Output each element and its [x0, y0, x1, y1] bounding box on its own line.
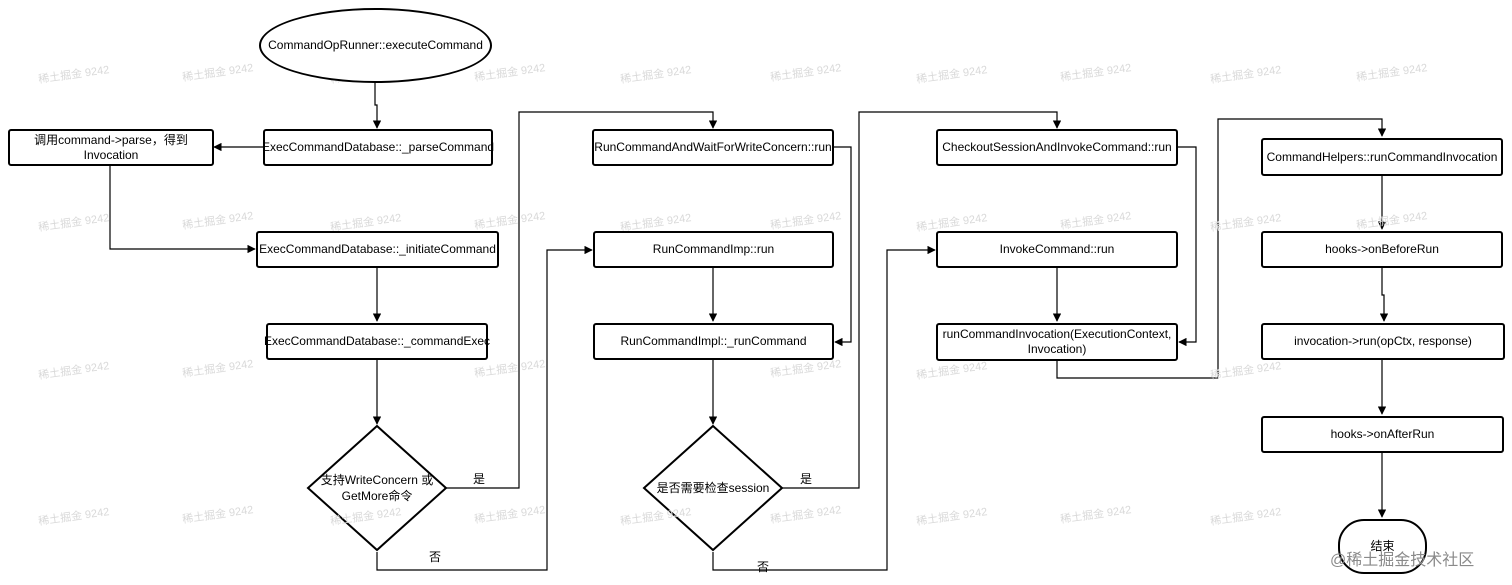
node-run-command-imp-label: RunCommandImp::run: [652, 242, 775, 256]
edge-label-no-1: 否: [429, 550, 442, 564]
node-initiate-command: ExecCommandDatabase::_initiateCommand: [256, 231, 499, 268]
edge-label-no-2: 否: [757, 560, 770, 574]
node-hooks-after-label: hooks->onAfterRun: [1330, 427, 1435, 441]
edge-wait-to-runcommand: [834, 146, 852, 347]
decision-write-concern-shape: [306, 424, 448, 552]
edge-label-yes-2: 是: [800, 472, 813, 486]
node-parse-command-label: ExecCommandDatabase::_parseCommand: [261, 140, 495, 154]
edge-decision2-yes: [782, 111, 1062, 489]
node-helpers-run-invocation-label: CommandHelpers::runCommandInvocation: [1266, 149, 1498, 164]
node-hooks-before-label: hooks->onBeforeRun: [1325, 242, 1439, 256]
edge-checkout-to-invocation: [1178, 146, 1197, 347]
node-execute-command-label: CommandOpRunner::executeCommand: [268, 38, 483, 52]
brand-text: 稀土掘金技术社区: [1346, 552, 1475, 569]
node-run-command-imp: RunCommandImp::run: [593, 231, 834, 268]
decision-session-label: 是否需要检查session: [656, 481, 770, 495]
node-invocation-run-label: invocation->run(opCtx, response): [1294, 334, 1472, 348]
node-invoke-command-label: InvokeCommand::run: [999, 242, 1115, 256]
node-run-wait-write-concern-label: RunCommandAndWaitForWriteConcern::run: [594, 140, 832, 154]
node-helpers-run-invocation: CommandHelpers::runCommandInvocation: [1261, 138, 1503, 176]
node-command-exec-label: ExecCommandDatabase::_commandExec: [263, 334, 491, 348]
node-parse-invocation-label: 调用command->parse，得到Invocation: [34, 132, 188, 162]
decision-session-shape: [642, 424, 784, 552]
brand-handle: @: [1330, 552, 1347, 569]
edge-decision1-no: [376, 245, 593, 571]
node-invocation-run: invocation->run(opCtx, response): [1261, 323, 1505, 360]
node-end: 结束: [1338, 519, 1427, 574]
edge-invocation-to-initiate: [109, 166, 256, 254]
edge-decision1-yes: [446, 111, 718, 489]
node-run-command-invocation: runCommandInvocation(ExecutionContext, I…: [936, 323, 1178, 361]
node-parse-command: ExecCommandDatabase::_parseCommand: [261, 129, 495, 166]
edge-execute-to-parse: [372, 82, 382, 129]
node-checkout-session: CheckoutSessionAndInvokeCommand::run: [936, 129, 1178, 166]
node-hooks-before: hooks->onBeforeRun: [1261, 231, 1503, 268]
node-hooks-after: hooks->onAfterRun: [1261, 416, 1504, 453]
edge-decision2-no: [712, 245, 936, 571]
node-initiate-command-label: ExecCommandDatabase::_initiateCommand: [259, 242, 496, 256]
node-run-command-invocation-label: runCommandInvocation(ExecutionContext, I…: [942, 327, 1172, 356]
edge-invocation-to-helpers: [1056, 118, 1387, 379]
decision-write-concern-label: 支持WriteConcern 或 GetMore命令: [320, 473, 434, 503]
node-end-label: 结束: [1370, 539, 1395, 553]
node-command-exec: ExecCommandDatabase::_commandExec: [263, 323, 491, 360]
edge-before-to-run: [1379, 268, 1389, 322]
node-invoke-command: InvokeCommand::run: [936, 231, 1178, 268]
node-run-command-impl-label: RunCommandImpl::_runCommand: [620, 334, 807, 348]
node-checkout-session-label: CheckoutSessionAndInvokeCommand::run: [942, 140, 1172, 154]
node-parse-invocation: 调用command->parse，得到Invocation: [8, 129, 214, 166]
edge-label-yes-1: 是: [473, 472, 486, 486]
node-run-wait-write-concern: RunCommandAndWaitForWriteConcern::run: [592, 129, 834, 166]
node-execute-command: CommandOpRunner::executeCommand: [259, 8, 492, 83]
brand-watermark: @稀土掘金技术社区: [1330, 546, 1474, 570]
node-run-command-impl: RunCommandImpl::_runCommand: [593, 323, 834, 360]
